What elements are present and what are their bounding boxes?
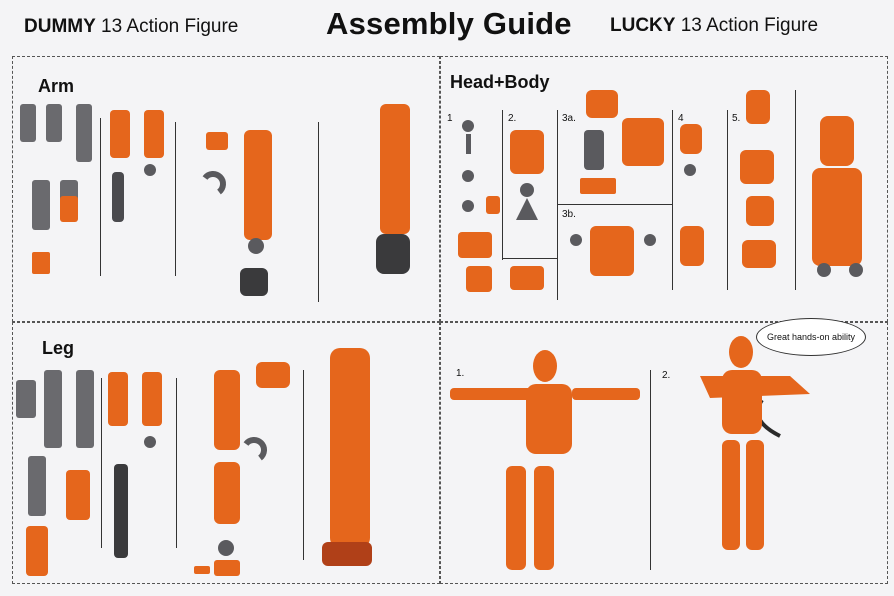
divider: [795, 90, 796, 290]
divider: [303, 370, 304, 560]
head-body-parts: [458, 90, 863, 292]
leg-section-title: Leg: [42, 338, 75, 358]
step-label: 1: [447, 113, 453, 124]
head-body-section-title: Head+Body: [450, 72, 550, 92]
divider: [650, 370, 651, 570]
step-label: 2.: [662, 370, 671, 381]
divider: [727, 110, 728, 290]
header: DUMMY 13 Action Figure Assembly Guide LU…: [0, 0, 894, 52]
step-label: 5.: [732, 113, 741, 124]
divider: [100, 118, 101, 276]
divider: [101, 378, 102, 548]
step-label: 3b.: [562, 209, 576, 220]
divider: [557, 110, 558, 300]
divider: [175, 122, 176, 276]
page-title: Assembly Guide: [326, 6, 572, 41]
arm-panel: [12, 56, 440, 322]
head-body-panel: [440, 56, 888, 322]
pose-figures: [450, 336, 810, 570]
divider: [502, 258, 557, 259]
divider: [672, 110, 673, 290]
divider: [176, 378, 177, 548]
dummy-title: DUMMY 13 Action Figure: [24, 16, 239, 37]
step-label: 3a.: [562, 113, 576, 124]
leg-parts: [16, 348, 372, 576]
arm-parts: [20, 104, 410, 296]
lucky-title: LUCKY 13 Action Figure: [610, 15, 819, 36]
arm-section-title: Arm: [38, 76, 75, 96]
pose-panel: [440, 322, 888, 584]
divider: [502, 110, 503, 260]
divider: [318, 122, 319, 302]
step-label: 1.: [456, 368, 465, 379]
step-label: 2.: [508, 113, 517, 124]
step-label: 4: [678, 113, 684, 124]
leg-panel: [12, 322, 440, 584]
speech-bubble: Great hands-on ability: [756, 318, 866, 356]
divider: [558, 204, 672, 205]
